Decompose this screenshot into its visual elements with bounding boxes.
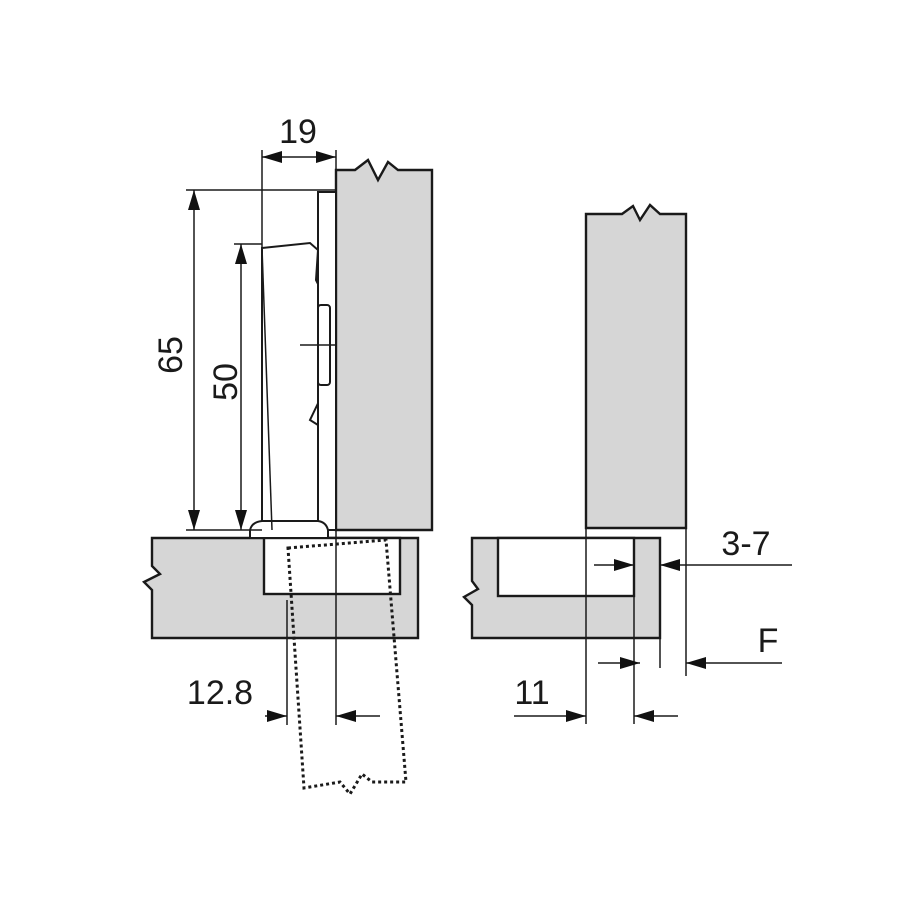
arrow-50-bottom xyxy=(235,510,247,530)
dim-label-65: 65 xyxy=(152,336,190,374)
dim-label-12-8: 12.8 xyxy=(187,674,253,712)
dim-label-11: 11 xyxy=(514,674,549,712)
right-side-panel xyxy=(584,203,688,530)
arrow-F-left xyxy=(620,657,640,669)
hinge-inner-edge xyxy=(261,247,273,531)
dim-label-50: 50 xyxy=(207,363,245,401)
right-cup-recess xyxy=(496,536,636,598)
arrow-128-left xyxy=(267,710,287,722)
arrow-19-left xyxy=(262,151,282,163)
arrow-50-top xyxy=(235,244,247,264)
open-door-outline xyxy=(286,538,408,797)
dim-label-19: 19 xyxy=(279,113,317,151)
arrow-65-bottom xyxy=(188,510,200,530)
arrow-65-top xyxy=(188,190,200,210)
arrow-3-7-right xyxy=(660,559,680,571)
arrow-F-right xyxy=(686,657,706,669)
arrow-128-right xyxy=(336,710,356,722)
arrow-3-7-left xyxy=(614,559,634,571)
arrow-11-right xyxy=(634,710,654,722)
dim-label-F: F xyxy=(758,622,779,660)
hinge-cup-flange xyxy=(249,520,329,539)
left-side-panel xyxy=(334,158,434,532)
arrow-11-left xyxy=(566,710,586,722)
dim-label-3-7: 3-7 xyxy=(721,525,770,563)
arrow-19-right xyxy=(316,151,336,163)
left-cup-recess xyxy=(262,536,402,596)
